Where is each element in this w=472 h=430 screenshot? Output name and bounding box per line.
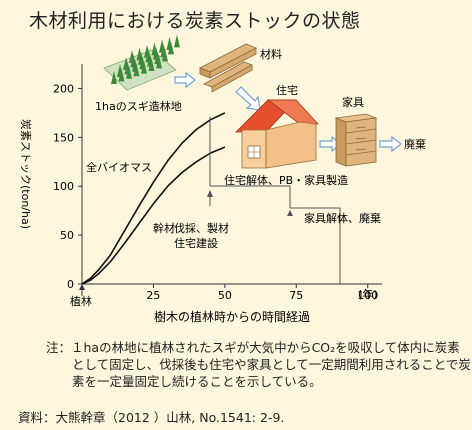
lumber-label: 材料	[260, 47, 282, 61]
furniture-disposal-label: 家具解体、廃棄	[304, 211, 381, 225]
origin-label: 植林	[70, 294, 92, 308]
cedar-tree	[159, 39, 165, 53]
source-text: 資料：大熊幹章（2012 ）山林, No.1541: 2-9.	[18, 410, 285, 425]
y-tick-label: 100	[53, 180, 74, 193]
cedar-tree	[151, 42, 158, 56]
cedar-tree	[136, 47, 143, 61]
y-tick-label: 150	[53, 131, 74, 144]
series-line-trunk	[81, 146, 226, 285]
x-axis-label: 樹木の植林時からの時間経過	[154, 309, 310, 324]
cedar-tree	[166, 37, 173, 50]
house-illustration	[235, 99, 319, 169]
house-demolition-label: 住宅解体、PB・家具製造	[224, 173, 348, 187]
x-tick-label: 25	[146, 289, 160, 302]
cedar-tree	[117, 64, 123, 77]
y-axis-label: 炭素ストック(ton/ha)	[19, 119, 32, 229]
forest-to-lumber-arrow	[174, 71, 196, 89]
cedar-tree	[111, 71, 117, 84]
note-text: 注：１haの林地に植林されたスギが大気中からCO₂を吸収して体内に炭素として固定…	[46, 340, 471, 389]
x-tick-label: 50	[218, 289, 232, 302]
series-label-total: 全バイオマス	[86, 160, 152, 174]
chart-title: 木材利用における炭素ストックの状態	[29, 10, 361, 32]
furniture-illustration	[334, 113, 378, 167]
y-tick-label: 50	[60, 229, 74, 242]
harvest-label-2: 住宅建設	[174, 236, 218, 250]
furniture-label: 家具	[342, 95, 364, 109]
cedar-tree	[144, 44, 150, 58]
cedar-tree	[123, 57, 129, 70]
x-tick-label: 75	[289, 289, 303, 302]
series-label-trunk: 幹材	[153, 221, 175, 235]
forest-illustration	[103, 34, 180, 91]
lumber-illustration	[199, 43, 257, 93]
origin-arrowhead	[79, 284, 85, 290]
chart: 0 50 100 150 200 25 50 75 100 炭素ストック(ton/ha) 樹木の…	[19, 34, 426, 324]
series-line-total-biomass	[81, 112, 226, 285]
disposal-label: 廃棄	[404, 137, 426, 151]
furniture-to-disposal-arrow	[379, 135, 402, 153]
stock-timeline	[207, 117, 341, 284]
lumber-to-house-arrow	[235, 86, 261, 111]
cedar-tree	[174, 34, 180, 48]
y-tick-label: 200	[53, 82, 74, 95]
x-unit-label: (年)	[358, 287, 378, 301]
forest-label: 1haのスギ造林地	[95, 99, 182, 113]
cedar-tree	[129, 50, 135, 63]
y-tick-label: 0	[67, 278, 74, 291]
house-label: 住宅	[276, 83, 298, 97]
harvest-label-1: 伐採、製材	[174, 221, 229, 235]
x-tick-label: 100	[357, 289, 378, 302]
